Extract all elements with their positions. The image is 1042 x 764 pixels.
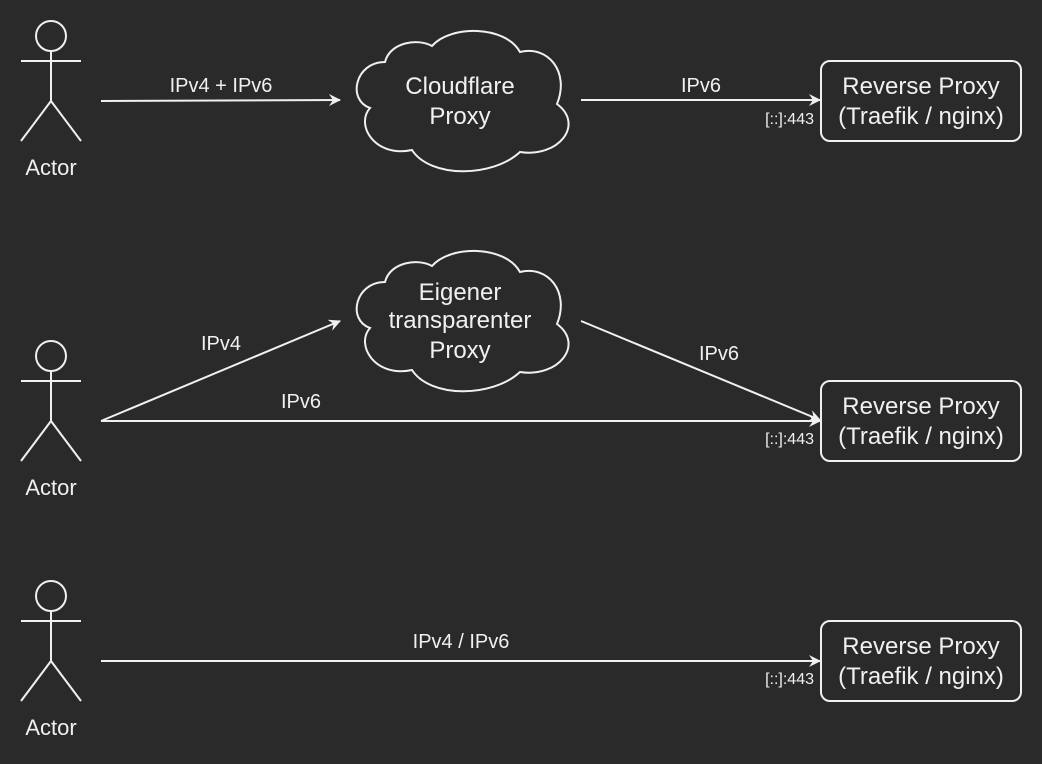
actor-figure-2 [20,340,82,462]
port-label: [::]:443 [765,111,814,128]
reverse-proxy-box [820,380,1022,462]
row-2: Actor IPv4 IPv6 Eigener transparenter Pr… [20,249,1022,500]
edge-actor-to-cloud [100,94,341,107]
port-label: [::]:443 [765,431,814,448]
reverse-proxy-label: (Traefik / nginx) [838,663,1004,690]
row-1: Actor IPv4 + IPv6 Cloudflare Proxy IPv6 … [20,20,1022,180]
reverse-proxy-label: (Traefik / nginx) [838,103,1004,130]
actor-figure-3 [20,580,82,702]
cloud-label: transparenter [389,307,532,334]
reverse-proxy-label: Reverse Proxy [842,633,999,660]
actor-head-icon [35,580,67,612]
actor-label: Actor [25,475,76,500]
edge-label-cloud-to-proxy: IPv6 [681,75,721,97]
edge-label-cloud-to-proxy: IPv6 [699,343,739,365]
row-3: Actor IPv4 / IPv6 [::]:443 Reverse Proxy… [20,580,1022,740]
actor-label: Actor [25,155,76,180]
edge-label-actor-to-proxy: IPv6 [281,391,321,413]
port-label: [::]:443 [765,671,814,688]
actor-head-icon [35,20,67,52]
cloud-label: Proxy [429,103,490,130]
edge-actor-to-cloud [100,319,341,422]
edge-label-actor-to-proxy: IPv4 / IPv6 [413,631,510,653]
actor-head-icon [35,340,67,372]
cloud-label: Cloudflare [405,73,514,100]
reverse-proxy-label: (Traefik / nginx) [838,423,1004,450]
edge-label-actor-to-cloud: IPv4 + IPv6 [170,75,273,97]
reverse-proxy-box [820,60,1022,142]
actor-label: Actor [25,715,76,740]
edge-label-actor-to-cloud: IPv4 [201,333,241,355]
cloud-label: Eigener [419,279,502,306]
cloud-shape [355,249,570,393]
reverse-proxy-label: Reverse Proxy [842,393,999,420]
cloud-label: Proxy [429,337,490,364]
edge-cloud-to-proxy [580,320,821,422]
reverse-proxy-box [820,620,1022,702]
actor-figure-1 [20,20,82,142]
reverse-proxy-label: Reverse Proxy [842,73,999,100]
cloud-shape [355,29,570,173]
